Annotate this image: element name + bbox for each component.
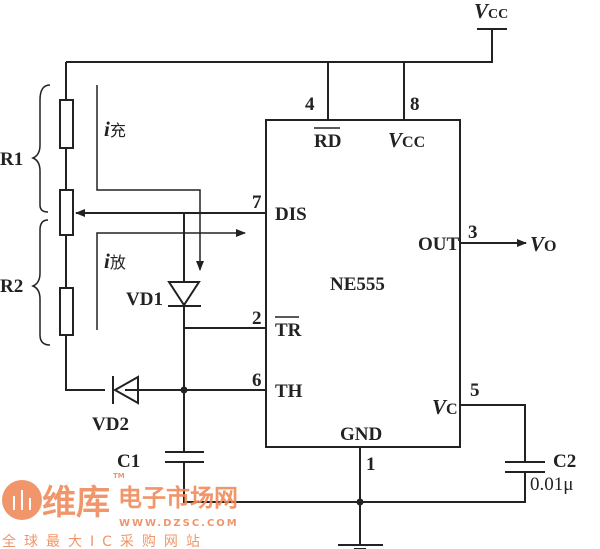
pin-gnd-label: GND [340, 424, 382, 445]
watermark-name: 电子市场网 [118, 484, 238, 512]
capacitor-c1 [165, 451, 204, 463]
c2-value: 0.01μ [530, 474, 573, 495]
vd1-label: VD1 [126, 289, 163, 310]
output-label: VO [530, 232, 556, 256]
c2-label: C2 [553, 451, 576, 472]
discharge-current-arrow [96, 229, 246, 330]
wires [65, 28, 527, 545]
brace-r1 [31, 84, 51, 213]
ground-symbol [338, 544, 383, 549]
watermark-brand: 维库 [42, 483, 110, 523]
r2-label: R2 [0, 276, 23, 297]
pin-vcc-label: VCC [388, 128, 425, 152]
pin-out-label: OUT [418, 234, 460, 255]
pin-3-number: 3 [468, 222, 478, 243]
pin-6-number: 6 [252, 370, 262, 391]
ic-name: NE555 [330, 274, 385, 295]
watermark-tm: TM [113, 472, 125, 480]
pin-th-label: TH [275, 381, 303, 402]
pin-5-number: 5 [470, 380, 480, 401]
vd2-label: VD2 [92, 414, 129, 435]
potentiometer [59, 189, 74, 236]
resistor-r2 [59, 287, 74, 336]
capacitor-c2 [505, 461, 545, 473]
pin-vc-label: VC [432, 395, 458, 419]
junction-node [180, 386, 188, 394]
ne555-chip [265, 119, 461, 448]
r1-label: R1 [0, 149, 23, 170]
vcc-label: VCC [474, 0, 508, 23]
diode-vd1 [167, 281, 201, 307]
pin-dis-label: DIS [275, 204, 307, 225]
c1-label: C1 [117, 451, 140, 472]
brace-r2 [31, 219, 51, 346]
resistor-r1 [59, 99, 74, 149]
pin-rd-label: RD [314, 131, 341, 152]
diode-vd2 [112, 375, 139, 405]
pin-8-number: 8 [410, 94, 420, 115]
charge-current-label: i充 [104, 117, 126, 141]
watermark-url: WWW.DZSC.COM [119, 518, 239, 529]
pin-7-number: 7 [252, 192, 262, 213]
pin-1-number: 1 [366, 454, 376, 475]
watermark-slogan: 全球最大IC采购网站 [2, 533, 208, 549]
pin-2-number: 2 [252, 308, 262, 329]
pin-4-number: 4 [305, 94, 315, 115]
junction-node [356, 498, 364, 506]
pin-tr-label: TR [275, 320, 302, 341]
watermark-logo: 维库 TM 电子市场网 WWW.DZSC.COM 全球最大IC采购网站 [2, 472, 239, 549]
discharge-current-label: i放 [104, 249, 126, 273]
charge-current-arrow [96, 85, 204, 271]
